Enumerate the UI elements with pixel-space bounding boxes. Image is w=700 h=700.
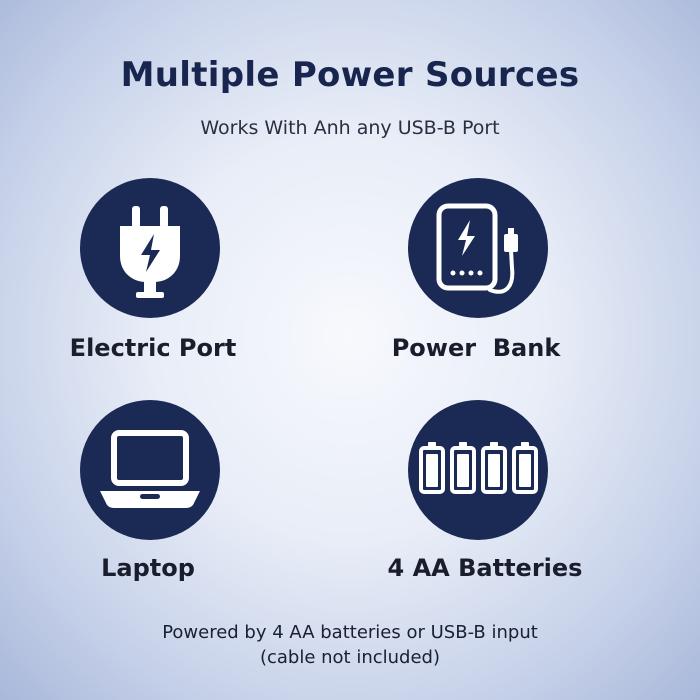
laptop-icon <box>100 430 200 508</box>
laptop-badge <box>80 400 220 540</box>
source-label-electric-port: Electric Port <box>69 334 237 362</box>
power-bank-badge <box>408 178 548 318</box>
batteries-badge <box>408 400 548 540</box>
page-title: Multiple Power Sources <box>120 55 580 95</box>
footer-note-line1: Powered by 4 AA batteries or USB-B input <box>162 622 538 643</box>
power-bank-icon <box>436 203 518 294</box>
electric-port-badge <box>80 178 220 318</box>
batteries-icon <box>419 442 538 494</box>
page-subtitle: Works With Anh any USB-B Port <box>200 117 500 139</box>
source-label-4-aa-batteries: 4 AA Batteries <box>387 554 583 582</box>
plug-icon <box>120 206 180 298</box>
footer-note-line2: (cable not included) <box>259 647 441 668</box>
source-label-power-bank: Power Bank <box>391 334 561 362</box>
source-label-laptop: Laptop <box>101 554 195 582</box>
